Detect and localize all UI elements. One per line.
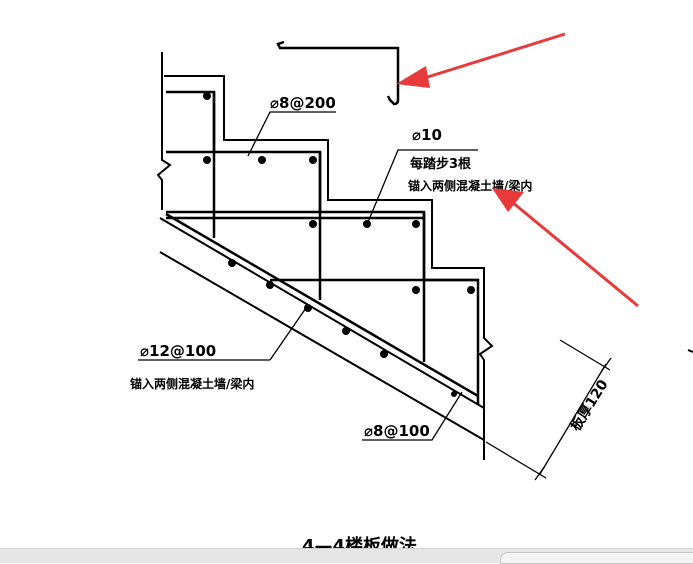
rebar-dot <box>451 391 457 397</box>
leader-lines <box>138 111 478 441</box>
red-arrow-right <box>492 188 639 308</box>
rebar-cage <box>165 90 480 404</box>
each-step-note: 每踏步3根 <box>410 156 472 172</box>
rebar-dot <box>380 350 388 358</box>
rebar-dot <box>203 156 211 164</box>
edge-mark <box>687 349 693 353</box>
bar-d10-label: ⌀10 <box>412 126 442 144</box>
rebar-dots <box>203 92 475 397</box>
rebar-dot <box>363 220 371 228</box>
rebar-dot <box>342 327 350 335</box>
rebar-dot <box>304 304 312 312</box>
thickness-dimension <box>485 339 612 481</box>
bottom-dist-label: ⌀8@100 <box>364 422 430 440</box>
rebar-dot <box>412 286 420 294</box>
rebar-dot <box>309 156 317 164</box>
rebar-dot <box>467 286 475 294</box>
stirrup-label: ⌀8@200 <box>270 94 336 112</box>
rebar-dot <box>309 220 317 228</box>
rebar-dot <box>258 156 266 164</box>
stair-outline <box>159 75 494 460</box>
hook-detail <box>276 40 400 106</box>
rebar-dot <box>412 220 420 228</box>
bottom-panel-tab[interactable] <box>500 552 693 564</box>
anchor-note-2: 锚入两侧混凝土墙/梁内 <box>130 376 254 391</box>
rebar-dot <box>228 259 236 267</box>
thickness-label: 板厚120 <box>567 376 612 434</box>
rebar-dot <box>203 92 211 100</box>
main-bar-label: ⌀12@100 <box>140 342 216 360</box>
rebar-dot <box>266 281 274 289</box>
left-wall <box>156 52 172 210</box>
red-arrow-top <box>396 32 566 88</box>
